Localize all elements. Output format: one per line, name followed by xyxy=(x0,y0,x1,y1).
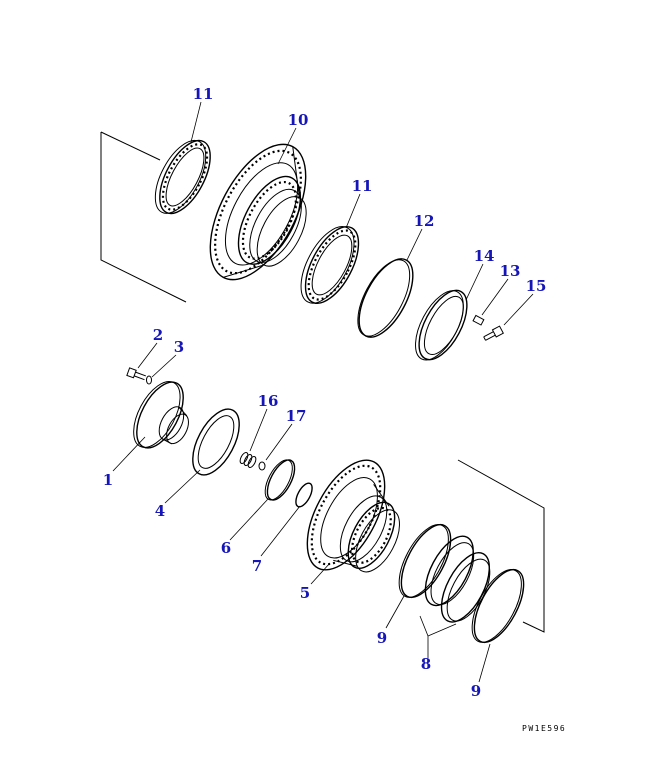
part-9-front-seal xyxy=(398,523,452,599)
part-6-washer xyxy=(264,459,296,501)
part-1-cover xyxy=(133,381,189,449)
part-16-spring xyxy=(239,452,257,468)
callout-3: 3 xyxy=(173,338,185,356)
callout-15: 15 xyxy=(525,277,547,295)
part-11-left-ring xyxy=(154,139,211,215)
upper-group-bracket xyxy=(100,132,187,303)
part-4-gasket xyxy=(192,408,240,476)
callout-12: 12 xyxy=(413,212,435,230)
callout-5: 5 xyxy=(299,584,311,602)
leader-lines xyxy=(112,101,534,683)
callout-16: 16 xyxy=(257,392,279,410)
part-7-snap-ring xyxy=(295,482,313,508)
drawing-code: PW1E596 xyxy=(522,724,567,733)
callout-6: 6 xyxy=(220,539,232,557)
callout-11-upper-left: 11 xyxy=(192,85,214,103)
callout-8: 8 xyxy=(420,655,432,673)
callout-1: 1 xyxy=(102,471,114,489)
part-9-rear-seal xyxy=(471,568,525,644)
callout-2: 2 xyxy=(152,326,164,344)
part-13-lock xyxy=(472,314,485,326)
part-5-hub xyxy=(306,459,400,573)
callout-17: 17 xyxy=(285,407,307,425)
callout-13: 13 xyxy=(499,262,521,280)
upper-group-bracket-top xyxy=(100,131,161,161)
part-2-bolt xyxy=(126,367,147,381)
callout-9-rear: 9 xyxy=(470,682,482,700)
callout-9-front: 9 xyxy=(376,629,388,647)
callout-14: 14 xyxy=(473,247,495,265)
callout-10: 10 xyxy=(287,111,309,129)
callout-11-upper-right: 11 xyxy=(351,177,373,195)
part-10-housing xyxy=(209,143,307,281)
callout-7: 7 xyxy=(251,557,263,575)
lower-group-bracket xyxy=(457,459,545,633)
part-12-o-ring xyxy=(357,258,414,338)
part-17-pin xyxy=(258,461,266,471)
part-14-retainer xyxy=(415,289,468,361)
callout-4: 4 xyxy=(154,502,166,520)
part-8-floating-seal xyxy=(424,535,491,623)
part-11-right-ring xyxy=(300,226,360,304)
part-3-washer xyxy=(146,375,152,385)
part-15-bolt xyxy=(483,325,504,341)
